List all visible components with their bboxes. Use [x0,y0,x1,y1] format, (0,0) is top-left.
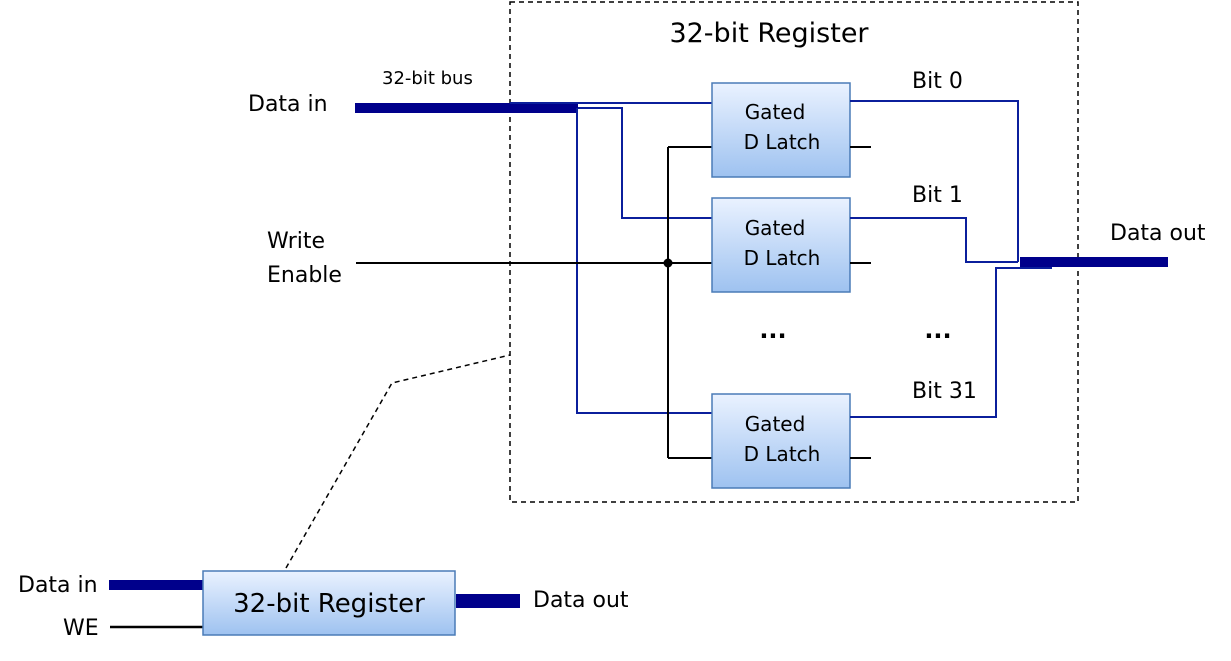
register-boundary [509,1,1079,503]
symbol-register-box [202,570,456,636]
write-enable-label-1: Write [267,229,325,254]
latch-bit0-line1: Gated [745,100,806,124]
latch-bit31-line1: Gated [745,412,806,436]
bit-ellipsis: ... [924,316,951,344]
latch-bit31-line2: D Latch [744,442,821,466]
bit31-label: Bit 31 [912,379,977,404]
latch-bit1 [711,197,851,293]
register-title: 32-bit Register [669,18,869,49]
enable-junction-dot [663,258,673,268]
latch-bit0-line2: D Latch [744,130,821,154]
latch-bit0 [711,82,851,178]
data-in-label: Data in [248,92,328,117]
zoom-leader-line [285,354,511,569]
wire-bit31-out [850,267,1052,418]
wire-bit0-out [850,100,1019,262]
latch-bit31 [711,393,851,489]
wire-bit1-in [578,107,712,219]
bit1-label: Bit 1 [912,183,963,208]
symbol-we-label: WE [63,616,99,641]
wire-bit1-out [850,217,1018,263]
latch-ellipsis: ... [759,316,786,344]
latch-bit1-line2: D Latch [744,246,821,270]
data-out-label: Data out [1110,221,1206,246]
symbol-register-label: 32-bit Register [233,589,425,619]
write-enable-label-2: Enable [267,263,342,288]
wire-bit31-in [576,108,712,414]
symbol-data-in-label: Data in [18,573,98,598]
bit0-label: Bit 0 [912,69,963,94]
bus-label: 32-bit bus [382,68,473,89]
symbol-data-out-label: Data out [533,588,629,613]
latch-bit1-line1: Gated [745,216,806,240]
